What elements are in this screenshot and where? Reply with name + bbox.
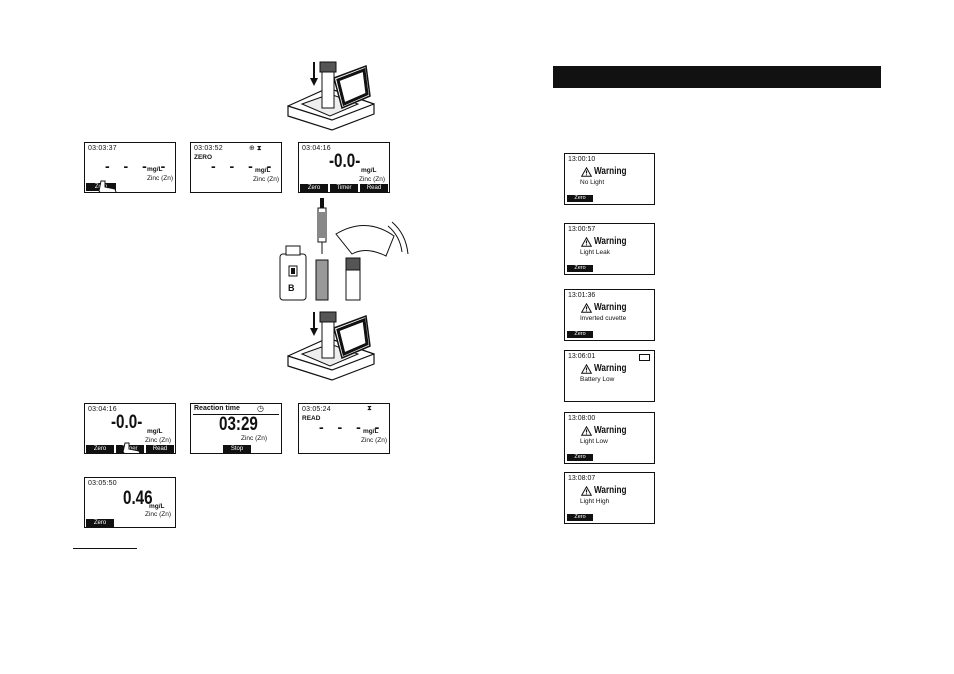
- timestamp: 03:03:52: [194, 145, 223, 152]
- zero-softkey[interactable]: Zero: [567, 454, 593, 461]
- read-softkey[interactable]: Read: [360, 184, 388, 192]
- timestamp: 13:01:36: [568, 292, 596, 299]
- reading-value: -0.0-: [329, 151, 361, 172]
- meter-screen-zeroing: 03:03:52 ⊕ ⧗ ZERO - - - - mg/L Zinc (Zn): [190, 142, 282, 193]
- zero-softkey[interactable]: Zero: [86, 445, 114, 453]
- parameter-label: Zinc (Zn): [145, 437, 171, 444]
- warning-triangle-icon: [581, 426, 592, 436]
- warning-message: Inverted cuvette: [580, 315, 627, 322]
- result-value: 0.46: [123, 488, 153, 509]
- section-header-bar: [553, 66, 881, 88]
- meter-screen-zeroed: 03:04:16 -0.0- mg/L Zinc (Zn) Zero Timer…: [298, 142, 390, 193]
- parameter-label: Zinc (Zn): [145, 511, 171, 518]
- reading-dashes: - - - -: [319, 419, 385, 435]
- clock-icon: ◷: [257, 404, 264, 413]
- warning-message: Battery Low: [580, 376, 615, 383]
- finger-pointer-icon: [122, 442, 141, 453]
- unit-label: mg/L: [149, 503, 165, 510]
- reading-value: -0.0-: [111, 412, 143, 433]
- warning-triangle-icon: [581, 167, 592, 177]
- mode-label: READ: [302, 415, 321, 422]
- warning-title: Warning: [594, 485, 627, 496]
- warning-title: Warning: [594, 425, 627, 436]
- hourglass-icon: ⧗: [367, 405, 372, 412]
- unit-label: mg/L: [361, 167, 377, 174]
- unit-label: mg/L: [255, 167, 271, 174]
- timestamp: 13:00:57: [568, 226, 596, 233]
- timestamp: 13:06:01: [568, 353, 596, 360]
- warning-title: Warning: [594, 166, 627, 177]
- parameter-label: Zinc (Zn): [241, 435, 267, 442]
- meter-screen-reaction-timer: Reaction time ◷ 03:29 Zinc (Zn) Stop: [190, 403, 282, 454]
- timestamp: 13:08:00: [568, 415, 596, 422]
- finger-pointer-icon: [98, 180, 117, 192]
- unit-label: mg/L: [147, 166, 163, 173]
- unit-label: mg/L: [147, 428, 163, 435]
- reading-dashes: - - - -: [105, 158, 171, 174]
- meter-screen-reading: 03:05:24 ⧗ READ - - - - mg/L Zinc (Zn): [298, 403, 390, 454]
- parameter-label: Zinc (Zn): [361, 437, 387, 444]
- reagent-illustration: [279, 198, 409, 301]
- mode-label: ZERO: [194, 154, 213, 161]
- timestamp: 03:04:16: [88, 406, 117, 413]
- warning-message: Light High: [580, 498, 610, 505]
- timestamp: 03:04:16: [302, 145, 331, 152]
- timestamp: 13:00:10: [568, 156, 596, 163]
- zero-softkey[interactable]: Zero: [300, 184, 328, 192]
- read-softkey[interactable]: Read: [146, 445, 174, 453]
- warning-title: Warning: [594, 363, 627, 374]
- parameter-label: Zinc (Zn): [253, 176, 279, 183]
- footnote-rule: [73, 548, 137, 549]
- countdown-value: 03:29: [219, 414, 258, 435]
- meter-illustration-bottom: [287, 311, 375, 381]
- warning-title: Warning: [594, 236, 627, 247]
- meter-illustration-top: [287, 61, 375, 131]
- stop-softkey[interactable]: Stop: [223, 445, 251, 453]
- warning-triangle-icon: [581, 303, 592, 313]
- warning-message: No Light: [580, 179, 605, 186]
- zero-softkey[interactable]: Zero: [567, 265, 593, 272]
- unit-label: mg/L: [363, 428, 379, 435]
- meter-screen-timer-select: 03:04:16 -0.0- mg/L Zinc (Zn) Zero Timer…: [84, 403, 176, 454]
- battery-icon: [639, 354, 650, 361]
- timestamp: 13:08:07: [568, 475, 596, 482]
- warning-message: Light Low: [580, 438, 608, 445]
- timer-softkey[interactable]: Timer: [330, 184, 358, 192]
- meter-screen-result: 03:05:50 0.46 mg/L Zinc (Zn) Zero: [84, 477, 176, 528]
- zero-softkey[interactable]: Zero: [567, 514, 593, 521]
- bottle-label: B: [288, 283, 295, 293]
- reaction-time-title: Reaction time: [194, 405, 240, 412]
- status-icons: ⊕ ⧗: [249, 145, 262, 152]
- title-divider: [193, 414, 279, 415]
- zero-softkey[interactable]: Zero: [86, 519, 114, 527]
- warning-triangle-icon: [581, 237, 592, 247]
- timestamp: 03:05:50: [88, 480, 117, 487]
- timestamp: 03:05:24: [302, 406, 331, 413]
- warning-triangle-icon: [581, 364, 592, 374]
- parameter-label: Zinc (Zn): [359, 176, 385, 183]
- parameter-label: Zinc (Zn): [147, 175, 173, 182]
- reading-dashes: - - - -: [211, 158, 277, 174]
- zero-softkey[interactable]: Zero: [567, 195, 593, 202]
- warning-title: Warning: [594, 302, 627, 313]
- warning-triangle-icon: [581, 486, 592, 496]
- timestamp: 03:03:37: [88, 145, 117, 152]
- meter-screen-ready: 03:03:37 - - - - mg/L Zinc (Zn) Zero: [84, 142, 176, 193]
- zero-softkey[interactable]: Zero: [567, 331, 593, 338]
- warning-message: Light Leak: [580, 249, 610, 256]
